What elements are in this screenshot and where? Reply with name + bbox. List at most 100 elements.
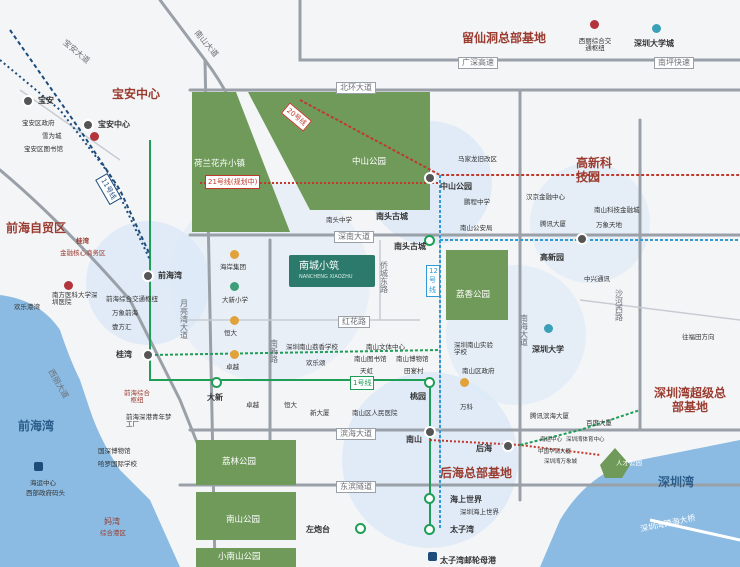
poi-label: 南山公安局 xyxy=(460,224,493,232)
station-marker[interactable] xyxy=(142,270,154,282)
road-honghua: 红花路 xyxy=(338,316,370,328)
poi-label: 南头中学 xyxy=(326,216,352,224)
district-sz-super: 深圳湾超级总部基地 xyxy=(653,386,726,415)
project-name: 南城小筑 xyxy=(299,261,339,272)
anchor-icon xyxy=(34,462,43,471)
poi-label: 深圳湾体育中心 xyxy=(566,437,605,443)
poi-label: 海运中心 xyxy=(30,479,56,487)
poi-label: 马家龙旧改区 xyxy=(458,155,497,163)
poi-label: 海运中心 xyxy=(540,437,563,443)
poi-label: 深圳大学城 xyxy=(634,39,674,48)
station-marker[interactable] xyxy=(424,235,435,246)
line12-label: 12号线 xyxy=(426,265,440,297)
poi-label: 大新小学 xyxy=(222,296,248,304)
university-icon xyxy=(544,324,553,333)
district-qianhai-bay: 前海湾 xyxy=(18,419,55,433)
building-icon xyxy=(230,316,239,325)
poi-label: 前海深港青年梦工厂 xyxy=(126,413,172,428)
poi-label: 鹏程中学 xyxy=(464,198,490,206)
hospital-icon xyxy=(64,281,73,290)
poi-label: 卓越 xyxy=(226,363,239,371)
station-zhongshan: 中山公园 xyxy=(440,182,472,191)
nanshan-park xyxy=(196,492,296,540)
poi-label: 太子湾邮轮母港 xyxy=(440,556,496,565)
station-marker[interactable] xyxy=(502,440,514,452)
school-icon xyxy=(230,282,239,291)
poi-label: 欢乐港湾 xyxy=(14,303,40,311)
road-guangshen: 广深高速 xyxy=(458,57,498,69)
poi-label: 南山区人民医院 xyxy=(352,409,398,417)
station-marker[interactable] xyxy=(424,493,435,504)
road-binhai: 滨海大道 xyxy=(336,428,376,440)
district-qianhai-hub: 前海综合枢纽 xyxy=(124,389,150,404)
station-houhai: 后海 xyxy=(476,444,492,453)
station-marker[interactable] xyxy=(576,233,588,245)
station-qianhaiwan: 前海湾 xyxy=(158,271,182,280)
xiaonanshan-park xyxy=(196,548,296,567)
station-haishang: 海上世界 xyxy=(450,495,482,504)
poi-label: 深圳南山荔香学校 xyxy=(286,343,338,351)
station-marker[interactable] xyxy=(424,377,435,388)
park-rencai-label: 人才公园 xyxy=(616,459,642,467)
station-marker[interactable] xyxy=(22,95,34,107)
road-qiaoxiang: 侨城东路 xyxy=(380,261,388,294)
poi-label: 腾讯大厦 xyxy=(540,220,566,228)
lilin-park xyxy=(196,440,296,485)
poi-label: 深圳海上世界 xyxy=(460,508,499,516)
poi-label: 宝安区政府 xyxy=(22,119,55,127)
school-icon xyxy=(90,132,99,141)
poi-label: 宝安区图书馆 xyxy=(24,145,63,153)
poi-label: 西丽综合交通枢纽 xyxy=(578,37,612,52)
station-marker[interactable] xyxy=(142,349,154,361)
poi-label: 腾讯滨海大厦 xyxy=(530,412,569,420)
poi-label: 桂湾 xyxy=(76,237,89,245)
station-marker[interactable] xyxy=(355,523,366,534)
station-guiwan: 桂湾 xyxy=(116,350,132,359)
helan-park xyxy=(192,92,290,232)
road-nanxin: 南新路 xyxy=(270,339,278,364)
park-xiaonanshan-label: 小南山公园 xyxy=(218,552,261,562)
station-zuopaotai: 左炮台 xyxy=(306,525,330,534)
road-yuebin: 月亮湾大道 xyxy=(180,299,188,340)
road-shennan: 深南大道 xyxy=(334,231,374,243)
poi-label: 往福田方向 xyxy=(682,333,715,341)
district-gaoxin: 高新科技园 xyxy=(576,156,613,185)
park-zhongshan-label: 中山公园 xyxy=(352,157,387,167)
poi-label: 汉京金融中心 xyxy=(526,193,565,201)
station-nantougucheng: 南头古城 xyxy=(394,242,426,251)
poi-label: 哈罗国际学校 xyxy=(98,460,137,468)
poi-label: 海岸集团 xyxy=(220,263,246,271)
road-dongbin: 东滨隧道 xyxy=(336,481,376,493)
poi-label: 恒大 xyxy=(224,329,237,337)
station-marker[interactable] xyxy=(424,172,436,184)
station-marker[interactable] xyxy=(211,377,222,388)
poi-label: 深圳湾万象城 xyxy=(544,459,578,465)
building-icon xyxy=(230,250,239,259)
project-sub: NANCHENG XIAOZHU xyxy=(299,274,353,280)
station-marker[interactable] xyxy=(424,524,435,535)
lixiang-park xyxy=(446,250,508,320)
park-lilin-label: 荔林公园 xyxy=(222,457,257,467)
hub-icon xyxy=(590,20,599,29)
university-icon xyxy=(652,24,661,33)
poi-label: 南山文体中心 xyxy=(366,343,405,351)
station-marker[interactable] xyxy=(82,119,94,131)
district-liuxiandong: 留仙洞总部基地 xyxy=(462,31,547,45)
station-marker[interactable] xyxy=(424,426,436,438)
poi-label: 深圳南山实验学校 xyxy=(454,341,493,356)
project-logo[interactable]: 南城小筑 NANCHENG XIAOZHU xyxy=(289,255,375,287)
poi-label: 万象天地 xyxy=(596,221,622,229)
station-szu: 深圳大学 xyxy=(532,345,564,354)
poi-label: 雪为城 xyxy=(42,132,62,140)
poi-label: 国深博物馆 xyxy=(98,447,131,455)
poi-label: 前海综合交通枢纽 xyxy=(106,295,158,303)
road-nanhai: 南海大道 xyxy=(520,314,528,347)
poi-label: 妈湾 xyxy=(104,517,120,526)
poi-label: 南头古城 xyxy=(376,212,408,221)
line1-label: 1号线 xyxy=(350,376,375,390)
road-shahe: 沙河西路 xyxy=(615,289,623,322)
road-nanping: 南坪快速 xyxy=(654,57,694,69)
anchor-icon xyxy=(428,552,437,561)
station-nanshan: 南山 xyxy=(406,435,422,444)
